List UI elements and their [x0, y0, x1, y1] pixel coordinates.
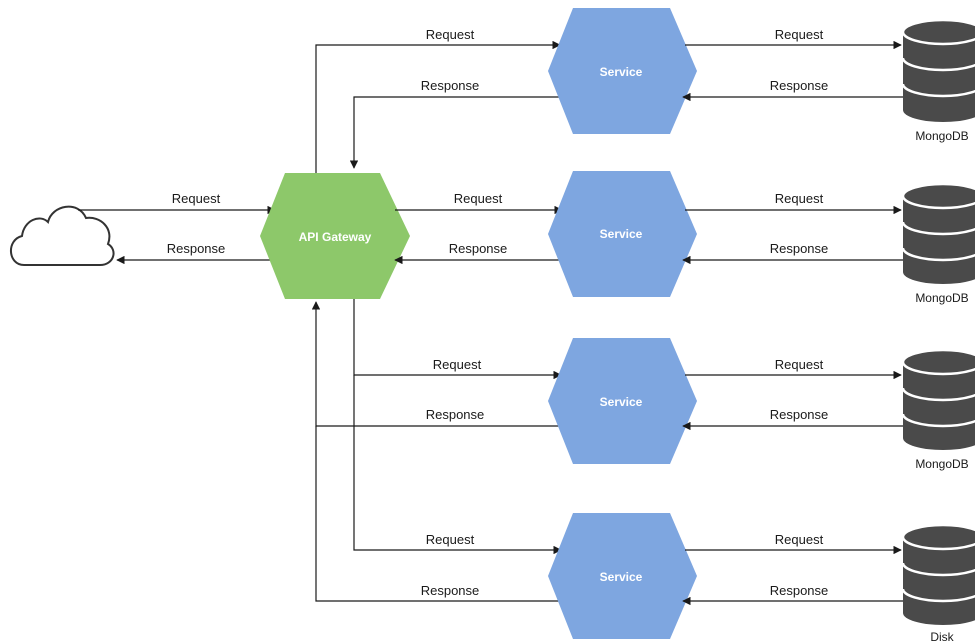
- gateway-label: API Gateway: [299, 230, 372, 244]
- s4-db-request-label: Request: [775, 532, 824, 547]
- s4-gw-request-arrow: [353, 375, 562, 555]
- database-icon-1: MongoDB: [901, 18, 975, 143]
- s3-db-response-label: Response: [770, 407, 829, 422]
- service-hexagon: [548, 513, 697, 639]
- s4-gw-response-label: Response: [421, 583, 480, 598]
- s2-gw-response-label: Response: [449, 241, 508, 256]
- s1-gw-request-label: Request: [426, 27, 475, 42]
- s4-gw-response-arrow: [315, 426, 563, 602]
- client-response-label: Response: [167, 241, 226, 256]
- client-request-label: Request: [172, 191, 221, 206]
- gateway-hexagon: [260, 173, 410, 299]
- service-node-1: Service: [548, 8, 697, 134]
- api-gateway-node: API Gateway: [260, 173, 410, 299]
- service-label: Service: [600, 570, 643, 584]
- service-hexagon: [548, 338, 697, 464]
- database-icon-3: MongoDB: [901, 348, 975, 471]
- service-node-2: Service: [548, 171, 697, 297]
- s1-gw-response-label: Response: [421, 78, 480, 93]
- s3-gw-response-label: Response: [426, 407, 485, 422]
- service-node-3: Service: [548, 338, 697, 464]
- s1-gw-request-arrow: [315, 40, 561, 173]
- s3-gw-request-label: Request: [433, 357, 482, 372]
- service-node-4: Service: [548, 513, 697, 639]
- s1-db-request-label: Request: [775, 27, 824, 42]
- database-icon-4: Disk: [901, 523, 975, 644]
- service-hexagon: [548, 171, 697, 297]
- store-label: MongoDB: [915, 291, 968, 305]
- service-label: Service: [600, 65, 643, 79]
- s2-db-response-label: Response: [770, 241, 829, 256]
- s1-gw-response-arrow: [349, 96, 563, 169]
- database-icon-2: MongoDB: [901, 182, 975, 305]
- service-hexagon: [548, 8, 697, 134]
- s1-db-response-label: Response: [770, 78, 829, 93]
- s4-gw-request-label: Request: [426, 532, 475, 547]
- s2-gw-request-label: Request: [454, 191, 503, 206]
- s3-db-request-label: Request: [775, 357, 824, 372]
- s2-db-request-label: Request: [775, 191, 824, 206]
- store-label: MongoDB: [915, 129, 968, 143]
- store-label: Disk: [930, 630, 954, 644]
- service-label: Service: [600, 395, 643, 409]
- store-label: MongoDB: [915, 457, 968, 471]
- service-label: Service: [600, 227, 643, 241]
- client-cloud-icon: [10, 205, 115, 266]
- s4-db-response-label: Response: [770, 583, 829, 598]
